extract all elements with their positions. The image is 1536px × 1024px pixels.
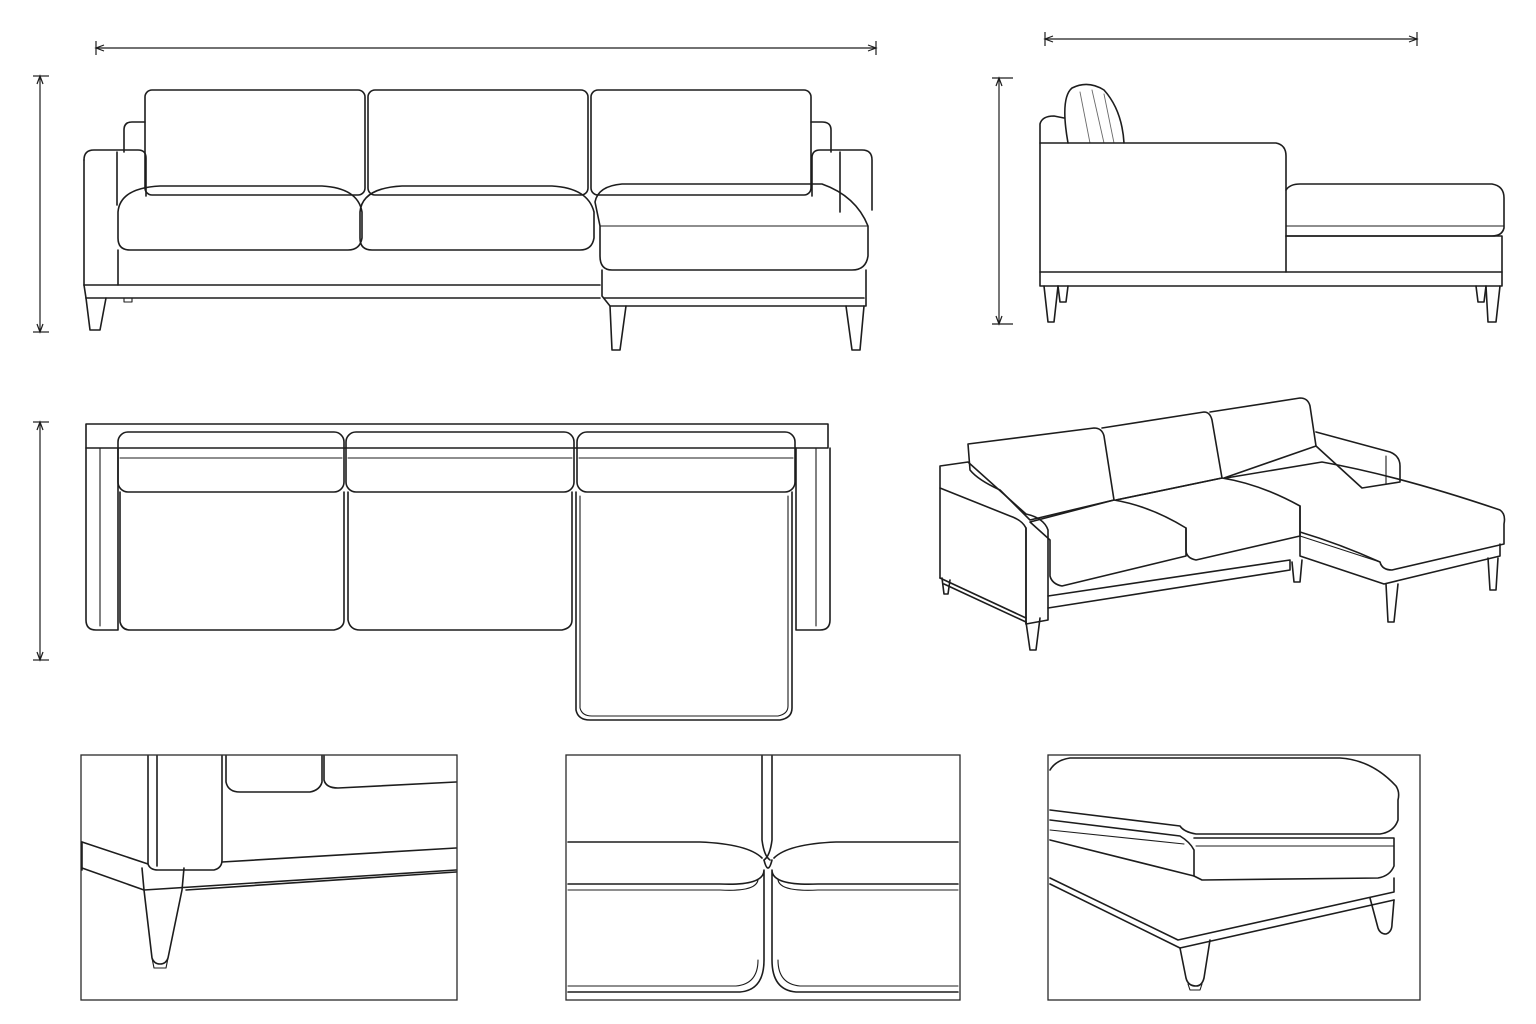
top-chaise [575, 491, 793, 721]
dimension-line-front-height [33, 74, 49, 334]
top-view [85, 423, 831, 721]
persp-leg-front [1025, 617, 1041, 651]
top-back-cushion-middle [345, 431, 575, 493]
side-leg-front [1043, 285, 1059, 323]
perspective-view [939, 397, 1506, 651]
top-seat-cushion-middle [347, 491, 573, 631]
back-cushion-left [144, 89, 366, 196]
top-back-cushion-right [576, 431, 796, 493]
leg-detail [80, 754, 458, 1001]
top-back-rail [85, 423, 829, 449]
seam-detail [565, 754, 961, 1001]
side-back-cushion [1064, 83, 1125, 144]
dimension-line-top-depth [33, 420, 49, 662]
chaise-detail [1047, 754, 1421, 1001]
seat-cushion-left [117, 185, 363, 251]
front-leg-chaise-left [609, 305, 627, 351]
front-leg-left [85, 297, 107, 331]
back-cushion-middle [367, 89, 589, 196]
top-seat-cushion-left [119, 491, 345, 631]
chaise-cushion [594, 183, 869, 271]
front-leg-chaise-right [845, 305, 865, 351]
front-view [83, 89, 873, 351]
dimension-line-front-width [94, 41, 878, 55]
side-leg-back [1485, 285, 1501, 323]
dimension-line-side-height [992, 76, 1013, 326]
top-back-cushion-left [117, 431, 345, 493]
dimension-line-side-depth [1043, 32, 1419, 46]
back-cushion-right [590, 89, 812, 196]
side-arm [1039, 142, 1287, 273]
seat-cushion-middle [359, 185, 595, 251]
side-view [1039, 83, 1505, 323]
